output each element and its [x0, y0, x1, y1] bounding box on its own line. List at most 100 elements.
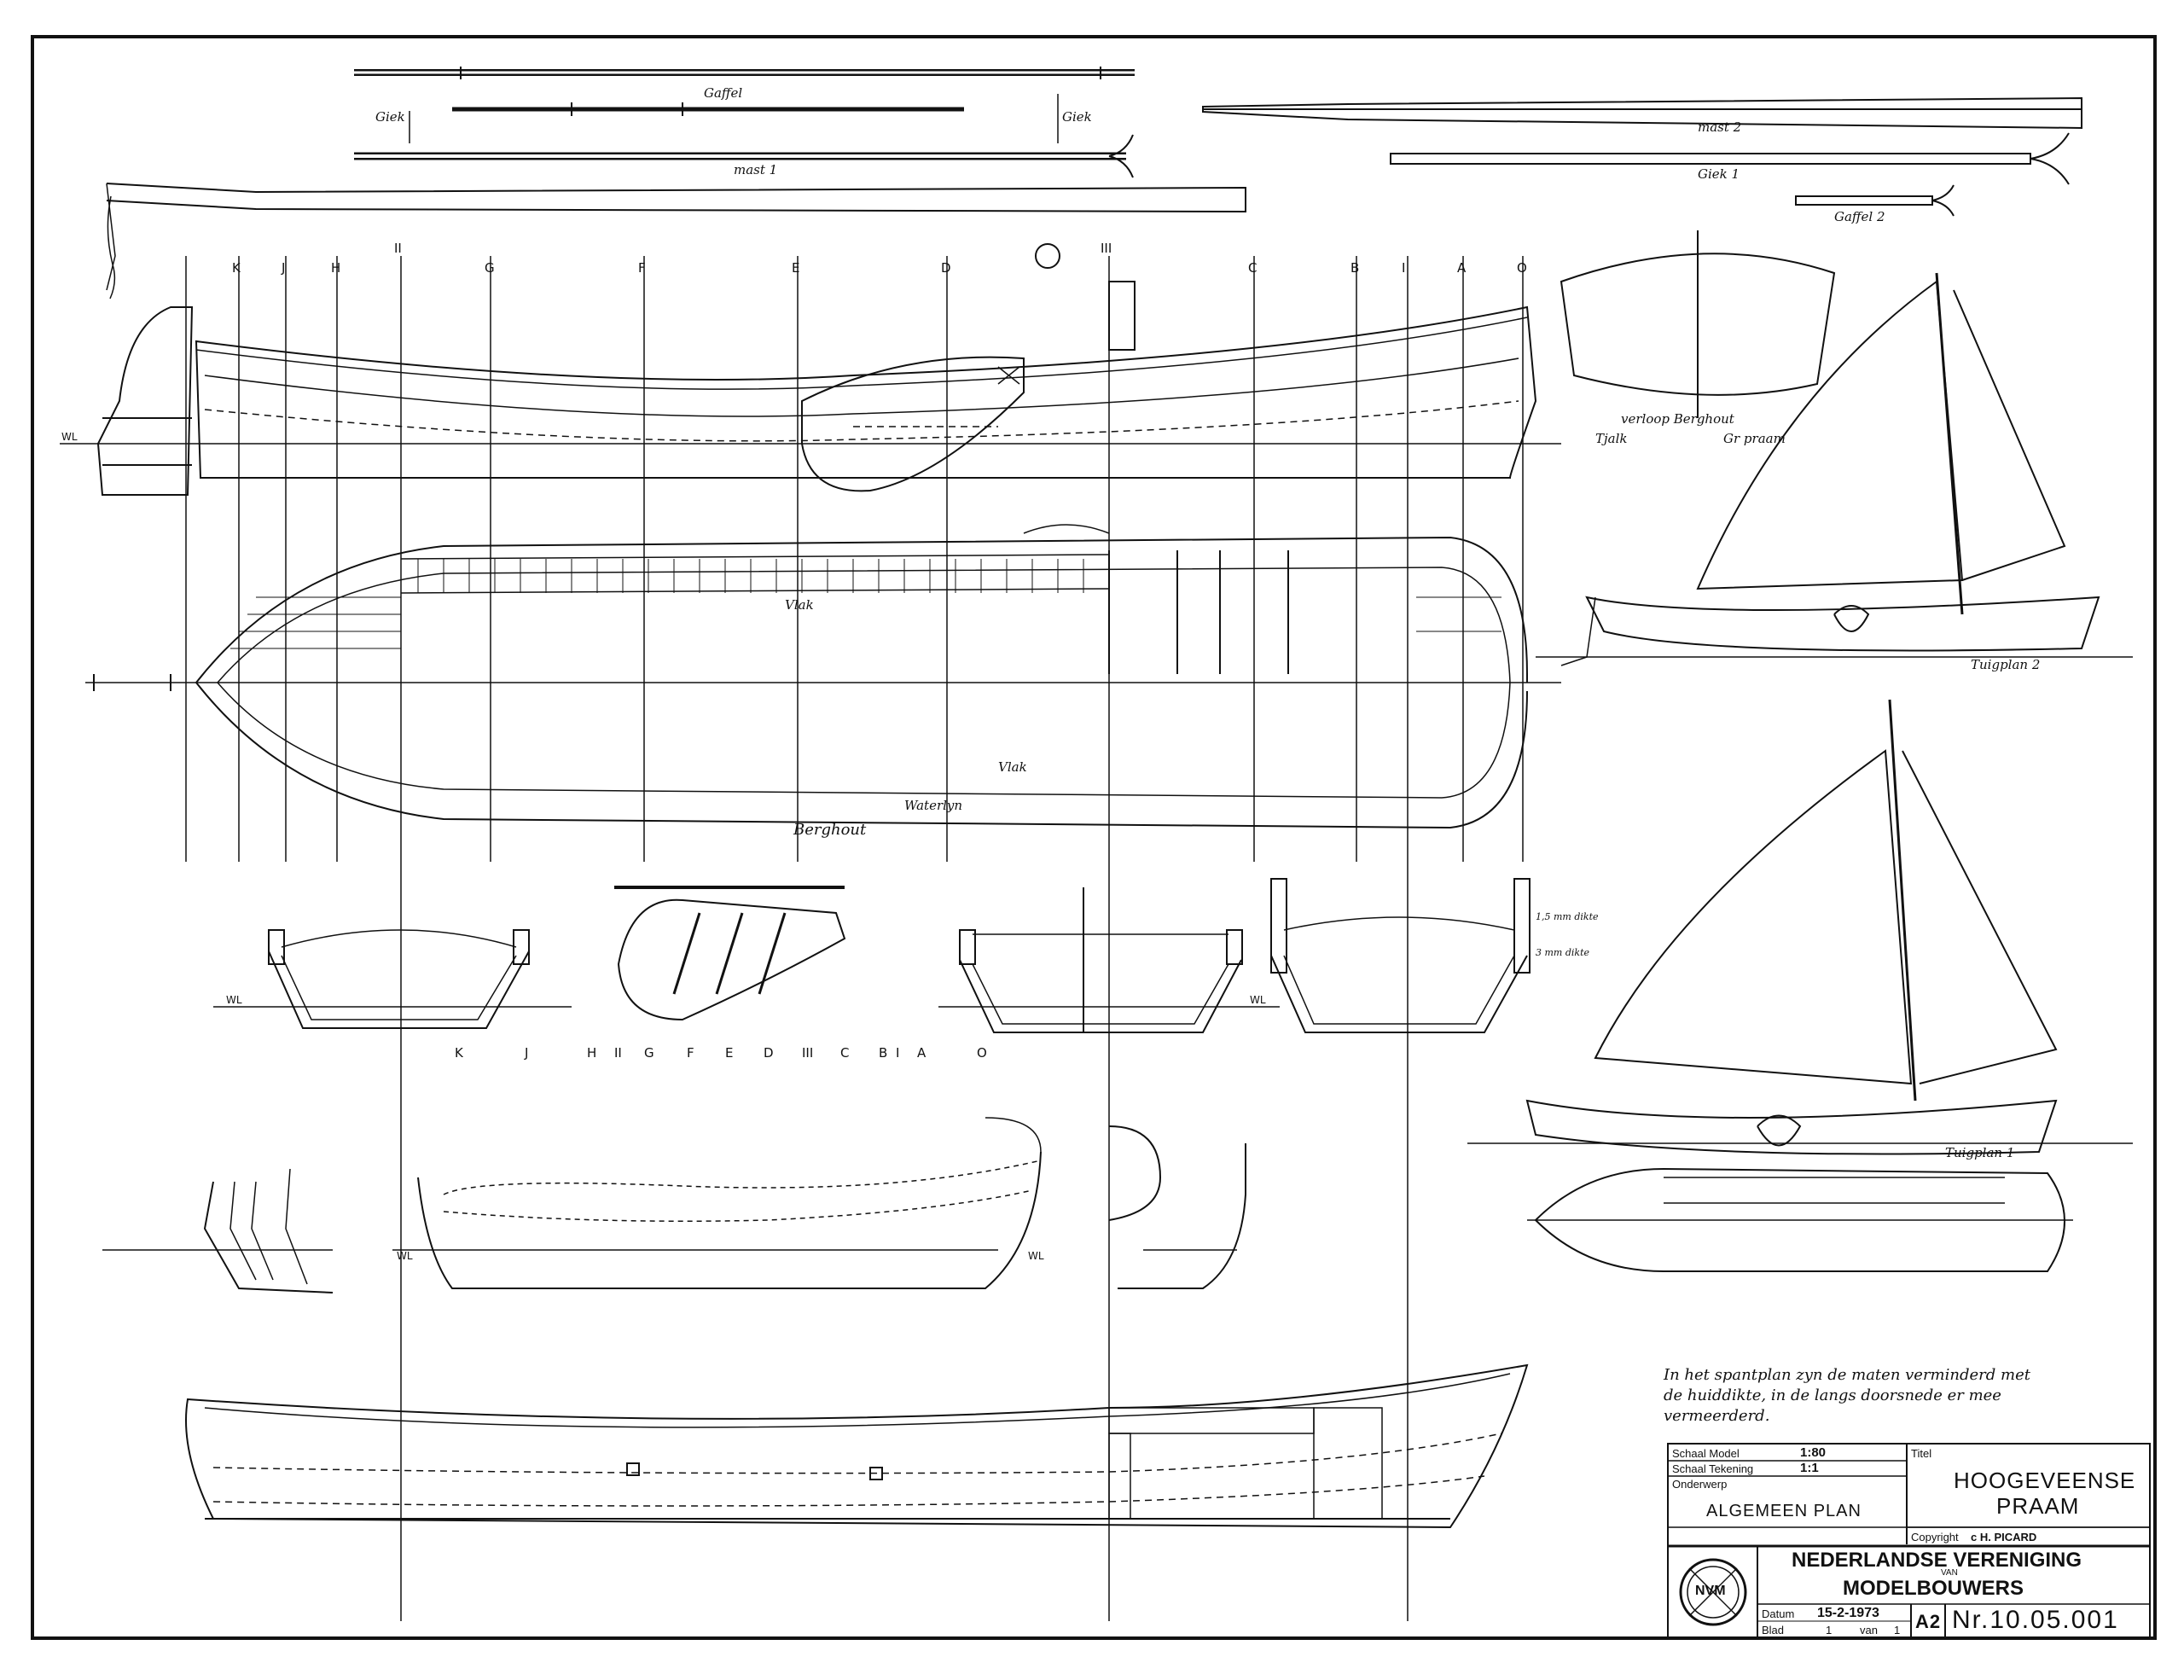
spar-giek-1: [1390, 132, 2070, 185]
body-station-label: II: [614, 1045, 622, 1061]
label-mast-1: mast 1: [734, 162, 778, 177]
body-station-label: C: [840, 1045, 850, 1061]
verloop-berghout: [1560, 230, 1836, 418]
cross-section-2: [938, 887, 1280, 1033]
format-value: A2: [1915, 1611, 1942, 1632]
onderwerp-value: ALGEMEEN PLAN: [1706, 1502, 1862, 1520]
station-label: J: [282, 260, 286, 276]
station-label: II: [394, 241, 402, 256]
station-label: O: [1517, 260, 1527, 276]
blad-label: Blad: [1762, 1624, 1785, 1636]
label-giek-1: Giek 1: [1698, 166, 1740, 182]
titel-line-1: HOOGEVEENSE: [1954, 1468, 2136, 1493]
station-label: C: [1248, 260, 1258, 276]
org-line-1: NEDERLANDSE VERENIGING: [1792, 1549, 2082, 1572]
schaal-tekening-label: Schaal Tekening: [1672, 1462, 1754, 1475]
title-block-frame: [1667, 1443, 2151, 1639]
blad-value: 1: [1826, 1624, 1833, 1636]
label-giek-left: Giek: [375, 109, 405, 125]
cross-section-1: [213, 929, 572, 1029]
blad-total: 1: [1894, 1624, 1901, 1636]
leeboard-detail: [614, 886, 846, 1021]
body-station-label: E: [725, 1045, 734, 1061]
station-label: F: [638, 260, 646, 276]
label-gaffel-2: Gaffel 2: [1834, 209, 1885, 224]
spar-mast-1: [354, 134, 1134, 178]
station-label: D: [941, 260, 951, 276]
body-station-label: H: [587, 1045, 597, 1061]
label-wl-body-2: WL: [1028, 1250, 1044, 1262]
body-station-label: III: [802, 1045, 814, 1061]
schaal-model-label: Schaal Model: [1672, 1447, 1740, 1460]
label-wl-body-1: WL: [397, 1250, 413, 1262]
body-station-label: A: [917, 1045, 926, 1061]
datum-label: Datum: [1762, 1607, 1795, 1620]
label-tuigplan-2: Tuigplan 2: [1971, 657, 2041, 672]
note-line-1: In het spantplan zyn de maten verminderd…: [1664, 1366, 2030, 1384]
label-wl-section-1: WL: [226, 994, 242, 1006]
hull-plan-view: [85, 524, 1561, 829]
label-gaffel: Gaffel: [704, 85, 743, 101]
org-van: VAN: [1941, 1568, 1958, 1578]
station-label: III: [1101, 241, 1112, 256]
body-station-label: K: [455, 1045, 463, 1061]
schaal-model-value: 1:80: [1800, 1445, 1827, 1460]
org-line-2: MODELBOUWERS: [1843, 1577, 2024, 1600]
label-waterlyn: Waterlyn: [904, 798, 963, 813]
label-dikte-1: 1,5 mm dikte: [1536, 911, 1599, 922]
copyright-label: Copyright: [1911, 1531, 1959, 1543]
titel-line-2: PRAAM: [1996, 1493, 2080, 1519]
drawing-border: [31, 35, 2157, 1640]
station-label: A: [1457, 260, 1467, 276]
nvm-logo-letters: NVM: [1695, 1584, 1726, 1598]
label-berghout: Berghout: [793, 821, 867, 839]
body-station-label: J: [525, 1045, 529, 1061]
sail-plan-1: [1467, 699, 2133, 1155]
blad-van: van: [1860, 1624, 1878, 1636]
label-tjalk: Tjalk: [1595, 431, 1628, 446]
station-lines: [185, 256, 1524, 1621]
label-praam: Gr praam: [1723, 431, 1786, 446]
station-label: B: [1350, 260, 1360, 276]
station-label: G: [485, 260, 495, 276]
onderwerp-label: Onderwerp: [1672, 1478, 1728, 1491]
label-giek-right: Giek: [1062, 109, 1092, 125]
label-tuigplan-1: Tuigplan 1: [1945, 1145, 2015, 1160]
spar-long-boom: [106, 183, 1246, 299]
drawing-number: Nr.10.05.001: [1952, 1606, 2119, 1634]
spar-upper: [354, 67, 1135, 79]
station-label: H: [331, 260, 341, 276]
schaal-tekening-value: 1:1: [1800, 1461, 1819, 1475]
label-verloop-berghout: verloop Berghout: [1621, 411, 1734, 427]
body-station-label: D: [764, 1045, 774, 1061]
station-label: K: [232, 260, 241, 276]
longitudinal-section: [185, 1363, 1529, 1529]
titel-label: Titel: [1911, 1447, 1932, 1460]
body-station-label: I: [896, 1045, 900, 1061]
label-wl-top-left: WL: [61, 431, 78, 443]
sail-plan-2: [1536, 272, 2133, 666]
body-station-label: O: [977, 1045, 987, 1061]
station-label: I: [1402, 260, 1406, 276]
label-dikte-2: 3 mm dikte: [1536, 947, 1590, 958]
hull-side-elevation: [60, 281, 1561, 496]
nvm-logo: [1679, 1558, 1747, 1626]
spar-gaffel-2: [1795, 184, 1955, 217]
label-vlak-bottom: Vlak: [998, 759, 1027, 775]
cross-section-3: [1270, 878, 1531, 1033]
note-text: In het spantplan zyn de maten verminderd…: [1664, 1365, 2030, 1427]
body-station-label: G: [644, 1045, 654, 1061]
copyright-value: c H. PICARD: [1971, 1531, 2037, 1543]
station-label: E: [792, 260, 800, 276]
note-line-2: de huiddikte, in de langs doorsnede er m…: [1664, 1386, 2001, 1404]
spar-mast-2: [1202, 96, 2082, 130]
spar-gaffel: [452, 102, 964, 116]
label-vlak-top: Vlak: [785, 597, 814, 613]
body-plan: [102, 1117, 1246, 1293]
body-station-label: B: [879, 1045, 888, 1061]
deck-plan-small: [1527, 1167, 2073, 1272]
body-station-label: F: [687, 1045, 694, 1061]
label-mast-2: mast 2: [1698, 119, 1742, 135]
note-line-3: vermeerderd.: [1664, 1407, 1770, 1425]
